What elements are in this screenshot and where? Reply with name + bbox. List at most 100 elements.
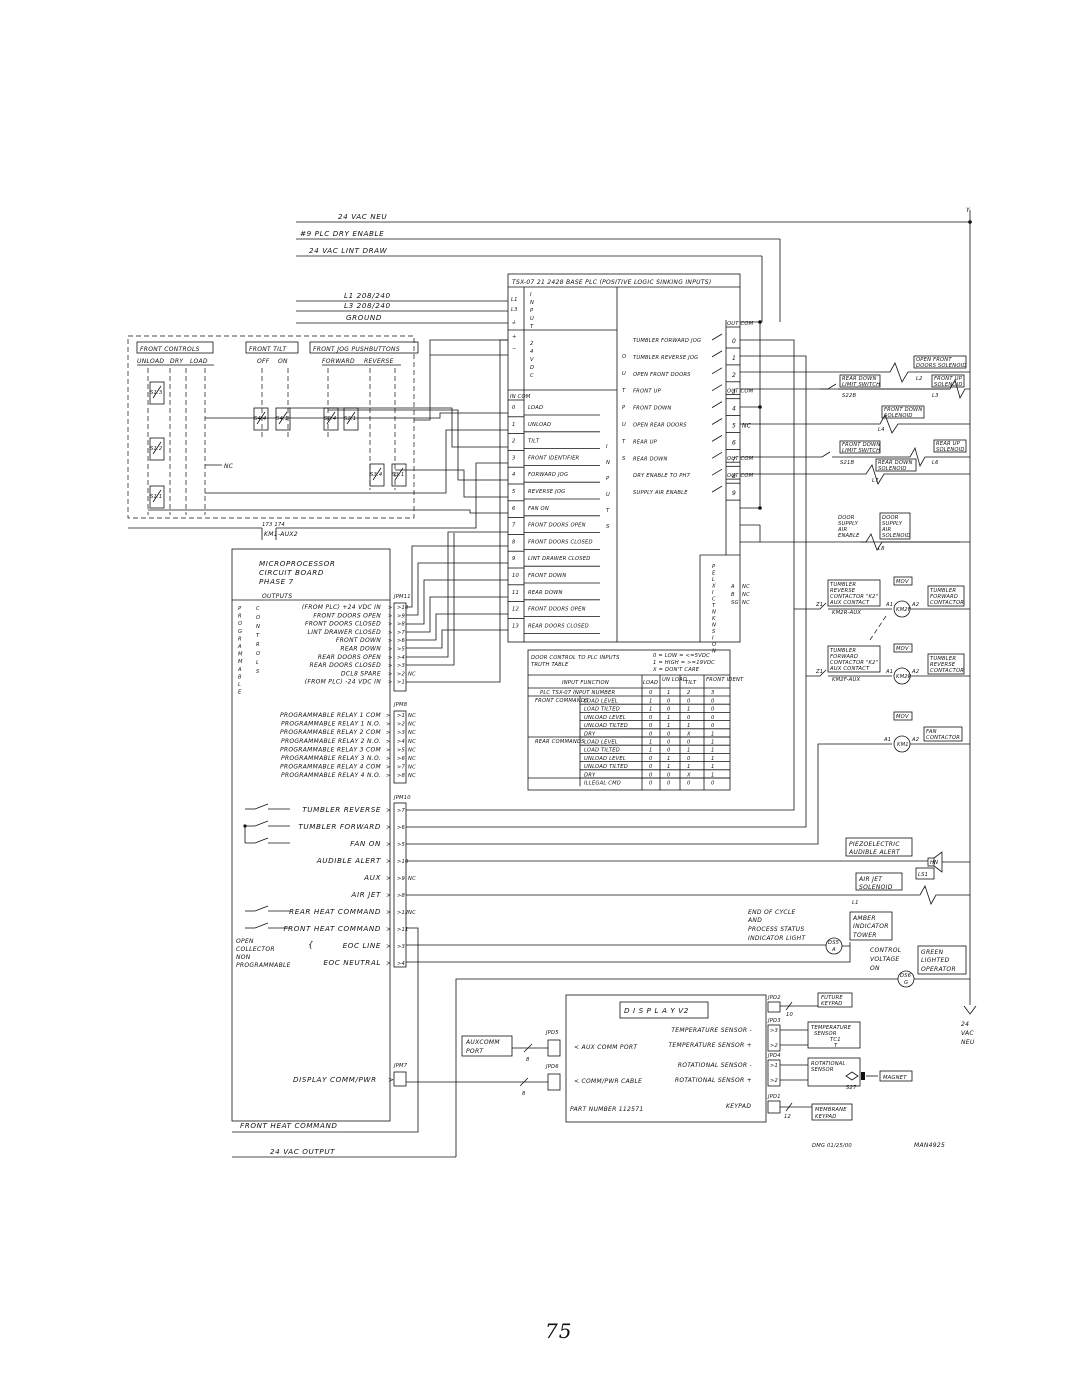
control-voltage-3: ON: [870, 965, 880, 972]
jpm8-row-label: PROGRAMMABLE RELAY 1 COM: [280, 712, 382, 719]
vac-output-label: 24 VAC OUTPUT: [270, 1147, 335, 1156]
aux-comm-1: AUXCOMM: [465, 1039, 500, 1046]
micro-side2-letter: C: [256, 606, 260, 612]
switch-label: S3.4: [370, 472, 382, 478]
display-title: D I S P L A Y V2: [624, 1006, 689, 1015]
tt-cell: 1: [649, 699, 653, 705]
tt-cell: 0: [667, 707, 671, 713]
svg-text:>: >: [388, 1075, 395, 1084]
dmg-label: DMG 01/25/00: [812, 1143, 852, 1149]
tt-cell: 1: [687, 707, 691, 713]
jpm10-row-pin: >4: [397, 961, 405, 967]
green-lighted-2: LIGHTED: [921, 957, 950, 964]
jpm-row-label: FRONT DOWN: [336, 637, 381, 644]
aux-comm-2: PORT: [466, 1048, 484, 1055]
plc-output-number: 7: [732, 456, 736, 463]
micro-side-letter: E: [238, 690, 242, 696]
jpm8-row-arrow: >: [386, 773, 391, 779]
switch-label: S3.1: [392, 472, 404, 478]
jpm8-row-nc: NC: [408, 739, 416, 745]
tt-cell: 1: [687, 723, 691, 729]
air-jet-l1: L1: [852, 900, 859, 906]
tt-cell: 1: [687, 764, 691, 770]
tt-cell: 0: [667, 731, 671, 737]
fwd-aux-2: FORWARD: [830, 654, 858, 660]
open-front-sol-2: DOORS SOLENOID: [916, 363, 967, 369]
tt-cell: 0: [649, 781, 653, 787]
jpm-row-arrow: >: [388, 680, 393, 686]
plc-power-letter: I: [530, 292, 532, 298]
man-label: MAN4925: [914, 1142, 945, 1149]
magnet-label: MAGNET: [883, 1075, 907, 1081]
switch-label: S1.3: [150, 390, 162, 396]
micro-side-letter: R: [238, 636, 242, 642]
micro-side-letter: O: [238, 621, 242, 627]
jpm-row-label: LINT DRAWER CLOSED: [308, 629, 382, 636]
jpm8-row-arrow: >: [386, 756, 391, 762]
jpm-row-label: REAR DOORS OPEN: [318, 654, 381, 661]
jpm-row-label: (FROM PLC) +24 VDC IN: [302, 604, 381, 611]
jpm8-row-arrow: >: [386, 739, 391, 745]
fan-con-2: CONTACTOR: [926, 735, 960, 741]
plc-ext-nc: NC: [742, 584, 750, 590]
jpm10-row-pin: >11: [397, 927, 409, 933]
plc-output-nc: NC: [742, 423, 752, 430]
jpm10-row-label: AIR JET: [350, 890, 381, 899]
micro-side2-letter: O: [256, 615, 260, 621]
plc-block: TSX-07 21 2428 BASE PLC (POSITIVE LOGIC …: [507, 273, 753, 655]
hn-label: HN: [930, 860, 938, 866]
tt-cell: 1: [687, 748, 691, 754]
display-row-pin: >2: [770, 1078, 778, 1084]
display-row-label: TEMPERATURE SENSOR +: [668, 1042, 752, 1049]
front-down-limit-1: FRONT DOWN: [842, 442, 880, 448]
jpm10-row-pin: >6: [397, 825, 406, 831]
tt-cell: 0: [649, 731, 653, 737]
jpm-row-label: (FROM PLC) -24 VDC IN: [305, 679, 381, 686]
tt-cell: 0: [649, 690, 653, 696]
truth-table-outline: [527, 649, 731, 791]
jpm8-row-arrow: >: [386, 747, 391, 753]
tt-cell: 0: [711, 707, 715, 713]
micro-title-1: MICROPROCESSOR: [259, 559, 335, 568]
plc-ext-nc: NC: [742, 600, 750, 606]
membrane-1: MEMBRANE: [815, 1107, 847, 1113]
tt-cell: 0: [711, 715, 715, 721]
ds5-a: A: [831, 947, 836, 953]
plc-output-number: 0: [732, 338, 736, 345]
a1-fwd: A1: [885, 602, 893, 608]
z1-rev: Z1: [815, 669, 823, 675]
front-up-sol-2: SOLENOID: [934, 382, 963, 388]
tt-cell: 1: [711, 772, 715, 778]
tt-row-fn: UNLOAD LEVEL: [584, 756, 626, 762]
plc-vdc-letter: D: [530, 365, 534, 371]
tt-header: INPUT FUNCTION: [562, 680, 609, 686]
rot-sensor-1: ROTATIONAL: [811, 1061, 846, 1067]
jpm11-label: JPM11: [393, 594, 411, 600]
tt-cell: 0: [667, 699, 671, 705]
tt-cell: 1: [711, 731, 715, 737]
tt-cell: 0: [687, 740, 691, 746]
eoc-4: INDICATOR LIGHT: [748, 935, 806, 942]
micro-side2-letter: S: [256, 669, 260, 675]
micro-side-letter: M: [238, 652, 243, 658]
bus-lint-draw-label: 24 VAC LINT DRAW: [309, 246, 388, 255]
jpm10-row-nc: NC: [408, 910, 416, 916]
jpm-row-arrow: >: [388, 605, 393, 611]
plc-inputs-letter: S: [606, 524, 610, 530]
jpm10-row-label: REAR HEAT COMMAND: [289, 907, 381, 916]
aux-comm-port-label: < AUX COMM PORT: [574, 1044, 638, 1051]
tt-row-fn: LOAD TILTED: [584, 748, 620, 754]
jpm8-row-label: PROGRAMMABLE RELAY 3 COM: [280, 746, 382, 753]
jpm10-label: JPM10: [393, 795, 411, 801]
plc-input-label: LOAD: [528, 405, 543, 411]
jpm-row-arrow: >: [388, 630, 393, 636]
plc-output-label: REAR UP: [633, 439, 658, 445]
l8-label: L8: [878, 546, 885, 552]
jpm10-row-arrow: >: [386, 943, 391, 950]
jpm-row-label: DCL8 SPARE: [341, 670, 381, 677]
plc-input-label: REVERSE JOG: [528, 489, 565, 495]
plc-ext-letter: N: [712, 649, 716, 655]
plc-ext-letter: T: [712, 603, 716, 609]
plc-output-label: FRONT DOWN: [633, 406, 671, 412]
tt-cell: X: [686, 772, 691, 778]
